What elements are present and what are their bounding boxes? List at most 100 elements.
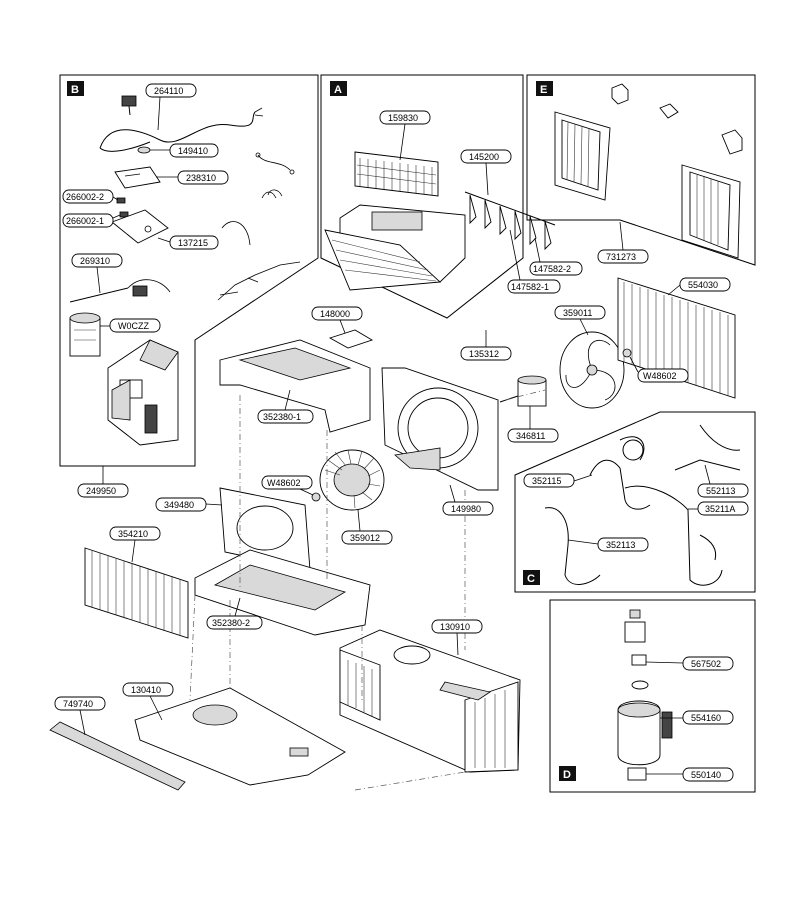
svg-text:130410: 130410	[131, 685, 161, 695]
label-554030: 554030	[667, 277, 731, 296]
svg-text:352380-1: 352380-1	[263, 412, 301, 422]
side-curtain-right	[681, 164, 741, 259]
evaporator-coil-354210	[84, 547, 189, 639]
svg-text:W48602: W48602	[267, 478, 301, 488]
svg-text:147582-1: 147582-1	[511, 282, 549, 292]
condenser-fan-359011	[559, 331, 625, 409]
svg-text:145200: 145200	[469, 152, 499, 162]
svg-text:249950: 249950	[86, 486, 116, 496]
svg-text:352113: 352113	[606, 540, 635, 550]
grille-159830	[354, 151, 439, 197]
label-w0czz: W0CZZ	[100, 318, 161, 333]
control-cover-238310	[114, 166, 161, 189]
thermistor-269310	[69, 279, 171, 303]
svg-text:148000: 148000	[320, 309, 350, 319]
tubing-c	[544, 424, 741, 586]
label-145200: 145200	[460, 149, 512, 196]
svg-text:159830: 159830	[388, 113, 418, 123]
svg-text:352380-2: 352380-2	[212, 618, 250, 628]
label-731273: 731273	[597, 221, 649, 264]
power-cord-264110	[99, 95, 264, 152]
base-pan-130410	[134, 687, 346, 786]
svg-text:352115: 352115	[532, 476, 561, 486]
svg-text:269310: 269310	[80, 256, 110, 266]
clamp-149410	[137, 146, 151, 154]
label-264110: 264110	[145, 83, 197, 131]
section-a-frame	[320, 74, 524, 319]
label-149980: 149980	[442, 484, 494, 516]
section-c-letter: C	[527, 573, 535, 585]
label-749740: 749740	[54, 696, 106, 736]
section-d-frame	[549, 599, 756, 793]
svg-text:731273: 731273	[606, 252, 636, 262]
svg-text:135312: 135312	[469, 349, 499, 359]
bracket-148000	[328, 329, 374, 349]
label-349480: 349480	[155, 497, 223, 512]
label-135312: 135312	[460, 330, 512, 361]
svg-text:266002-2: 266002-2	[66, 192, 104, 202]
label-552113: 552113	[697, 464, 749, 498]
section-d-letter: D	[563, 769, 571, 781]
label-346811: 346811	[507, 406, 559, 443]
svg-text:359011: 359011	[563, 308, 592, 318]
svg-text:359012: 359012	[350, 533, 380, 543]
svg-text:35211A: 35211A	[705, 504, 735, 514]
svg-text:149980: 149980	[451, 504, 481, 514]
section-b-letter: B	[71, 84, 79, 96]
label-567502: 567502	[645, 656, 734, 671]
svg-text:554160: 554160	[691, 713, 721, 723]
fan-motor-346811	[499, 375, 547, 407]
svg-text:552113: 552113	[706, 486, 735, 496]
svg-text:149410: 149410	[178, 146, 208, 156]
wire-harness-b	[217, 152, 301, 301]
label-149410: 149410	[150, 143, 219, 158]
svg-text:550140: 550140	[691, 770, 721, 780]
svg-text:W0CZZ: W0CZZ	[118, 321, 149, 331]
label-554160: 554160	[660, 710, 734, 725]
section-a-letter: A	[334, 84, 342, 96]
label-266002-2: 266002-2	[62, 189, 119, 204]
cabinet-130910	[339, 629, 521, 773]
side-curtain-left	[554, 111, 611, 201]
svg-text:346811: 346811	[516, 431, 545, 441]
shroud-149980	[381, 367, 499, 491]
capacitor-w0czz	[69, 312, 101, 357]
label-352113: 352113	[567, 537, 649, 552]
label-w48602-center: W48602	[261, 475, 314, 496]
section-b-frame	[59, 74, 319, 467]
label-352380-2: 352380-2	[206, 597, 263, 630]
knob-266002-1	[119, 211, 129, 218]
seal-strip-749740	[49, 721, 186, 791]
label-359011: 359011	[554, 305, 606, 336]
svg-text:749740: 749740	[63, 699, 93, 709]
section-b-badge	[67, 81, 84, 96]
label-35211a: 35211A	[688, 501, 749, 516]
svg-text:354210: 354210	[118, 529, 148, 539]
control-box	[107, 339, 179, 446]
svg-text:554030: 554030	[688, 280, 718, 290]
label-352115: 352115	[523, 473, 593, 488]
svg-text:238310: 238310	[186, 173, 216, 183]
fastener-w48602-right	[622, 348, 632, 358]
section-d-badge	[559, 766, 576, 781]
svg-text:349480: 349480	[164, 500, 194, 510]
svg-text:147582-2: 147582-2	[533, 264, 571, 274]
svg-text:137215: 137215	[178, 238, 208, 248]
condenser-coil-554030	[617, 277, 736, 399]
section-e-badge	[536, 81, 553, 96]
label-249950: 249950	[77, 466, 129, 498]
label-159830: 159830	[379, 110, 431, 161]
control-panel-137215	[111, 209, 169, 244]
section-c-frame	[514, 411, 756, 593]
svg-text:567502: 567502	[691, 659, 721, 669]
svg-text:130910: 130910	[440, 622, 470, 632]
label-352380-1: 352380-1	[257, 389, 314, 424]
louvers-145200	[464, 191, 556, 251]
knob-266002-2	[116, 197, 126, 204]
svg-text:W48602: W48602	[643, 371, 677, 381]
section-e-letter: E	[540, 84, 547, 96]
compressor-d	[617, 609, 673, 781]
section-e-frame	[526, 74, 756, 266]
label-359012: 359012	[341, 509, 393, 545]
